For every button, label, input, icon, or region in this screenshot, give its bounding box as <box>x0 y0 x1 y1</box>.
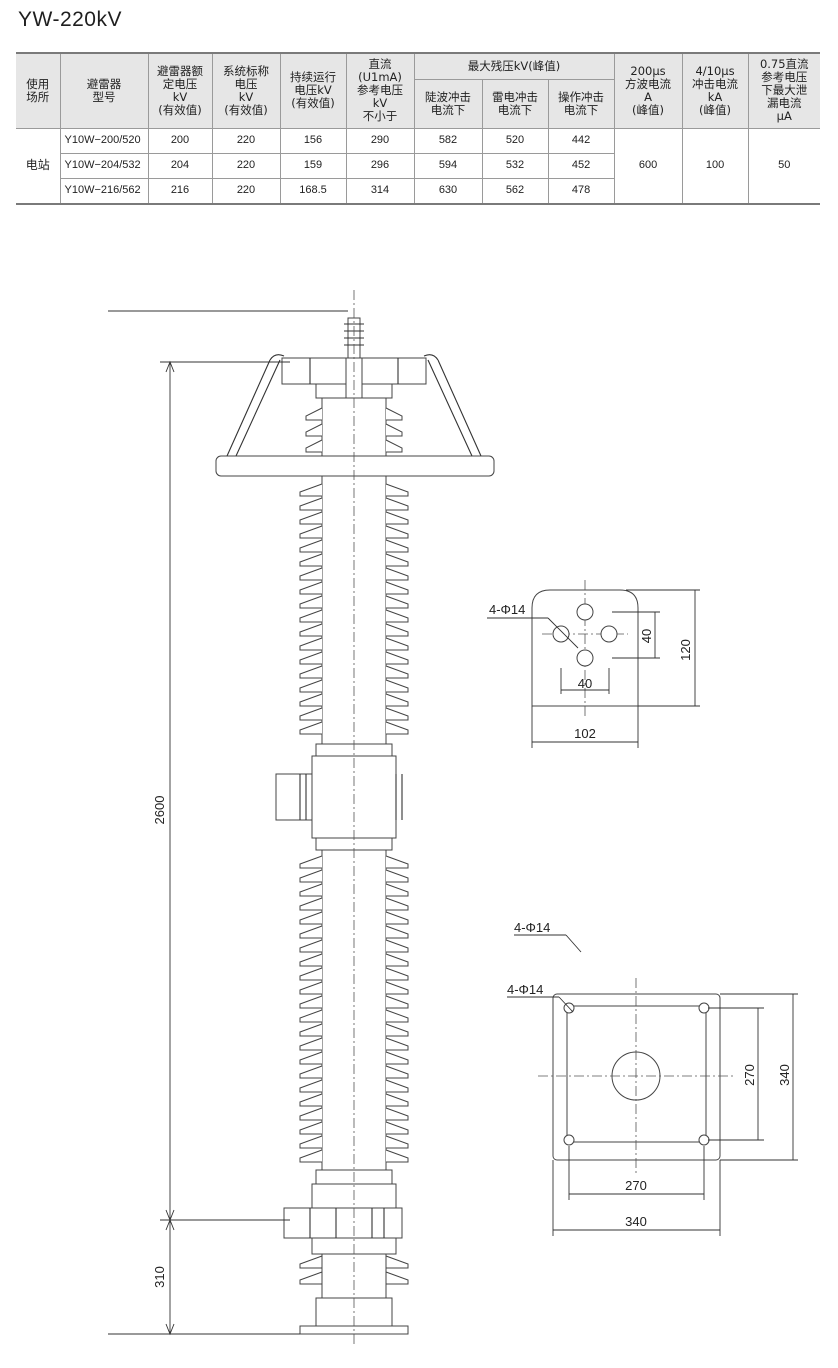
table-row: Y10W−216/562 216 220 168.5 314 630 562 4… <box>16 177 820 204</box>
base-plate-holes-label-2: 4-Φ14 <box>507 982 543 997</box>
continuous-cell: 159 <box>279 152 347 179</box>
height-base-label: 310 <box>152 1266 167 1288</box>
system-cell: 220 <box>211 152 281 179</box>
top-plate-holes-label: 4-Φ14 <box>489 602 525 617</box>
header-switching: 操作冲击 电流下 <box>547 78 615 129</box>
steep-cell: 630 <box>413 177 483 204</box>
spec-table: 使用 场所 避雷器 型号 避雷器额 定电压 kV (有效值) 系统标称 电压 k… <box>16 52 821 205</box>
base-plate-holes-label-1: 4-Φ14 <box>514 920 550 935</box>
model-cell: Y10W−216/562 <box>60 177 149 204</box>
steep-cell: 582 <box>413 127 483 154</box>
top-plate-spacing-h: 40 <box>578 676 592 691</box>
dc-cell: 296 <box>345 152 415 179</box>
header-continuous-voltage: 持续运行 电压kV (有效值) <box>279 52 347 129</box>
base-plate-inner-v: 270 <box>742 1064 757 1086</box>
base-plate-detail: 4-Φ14 4-Φ14 270 340 270 340 <box>507 920 798 1236</box>
header-dc-reference: 直流 (U1mA) 参考电压 kV 不小于 <box>345 52 415 129</box>
header-impulse-current: 4/10μs 冲击电流 kA (峰值) <box>681 52 749 129</box>
lightning-cell: 532 <box>481 152 549 179</box>
lightning-cell: 520 <box>481 127 549 154</box>
continuous-cell: 168.5 <box>279 177 347 204</box>
top-plate-spacing-v: 40 <box>639 629 654 643</box>
header-rated-voltage: 避雷器额 定电压 kV (有效值) <box>147 52 213 129</box>
impulse-cell: 100 <box>681 127 749 204</box>
top-plate-height: 120 <box>678 639 693 661</box>
table-row: Y10W−204/532 204 220 159 296 594 532 452 <box>16 152 820 179</box>
system-cell: 220 <box>211 127 281 154</box>
steep-cell: 594 <box>413 152 483 179</box>
top-plate-width: 102 <box>574 726 596 741</box>
rated-cell: 204 <box>147 152 213 179</box>
model-cell: Y10W−204/532 <box>60 152 149 179</box>
lightning-cell: 562 <box>481 177 549 204</box>
header-location: 使用 场所 <box>16 52 61 129</box>
continuous-cell: 156 <box>279 127 347 154</box>
top-plate-detail: 4-Φ14 40 40 120 102 <box>487 580 700 748</box>
dc-cell: 314 <box>345 177 415 204</box>
header-max-residual: 最大残压kV(峰值) <box>413 52 615 80</box>
height-main-label: 2600 <box>152 796 167 825</box>
header-lightning: 雷电冲击 电流下 <box>481 78 549 129</box>
leakage-cell: 50 <box>747 127 821 204</box>
switching-cell: 442 <box>547 127 615 154</box>
switching-cell: 478 <box>547 177 615 204</box>
location-cell: 电站 <box>16 127 61 204</box>
header-square-wave: 200μs 方波电流 A (峰值) <box>613 52 683 129</box>
base-plate-outer-v: 340 <box>777 1064 792 1086</box>
rated-cell: 200 <box>147 127 213 154</box>
header-model: 避雷器 型号 <box>59 52 149 129</box>
arrester-elevation <box>108 290 495 1345</box>
system-cell: 220 <box>211 177 281 204</box>
page-title: YW-220kV <box>18 8 122 31</box>
main-dimensions: 2600 310 <box>108 360 300 1336</box>
header-leakage: 0.75直流 参考电压 下最大泄 漏电流 μA <box>747 52 821 129</box>
dc-cell: 290 <box>345 127 415 154</box>
table-row: 电站 Y10W−200/520 200 220 156 290 582 520 … <box>16 127 821 204</box>
switching-cell: 452 <box>547 152 615 179</box>
base-plate-inner-h: 270 <box>625 1178 647 1193</box>
base-plate-outer-h: 340 <box>625 1214 647 1229</box>
